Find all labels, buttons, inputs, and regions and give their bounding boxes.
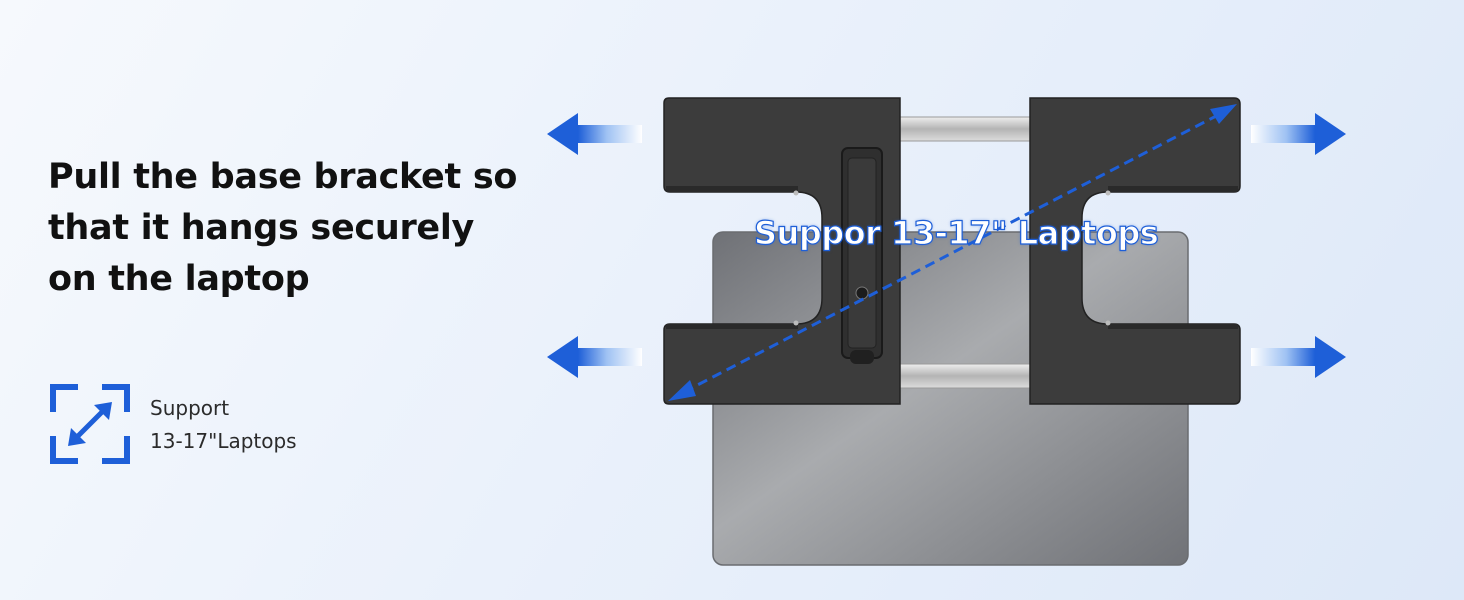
metal-rail-bottom <box>897 363 1035 389</box>
headline-line-3: on the laptop <box>48 259 310 299</box>
expand-diagonal-icon <box>50 384 130 464</box>
headline-line-2: that it hangs securely <box>48 208 475 248</box>
feature-text: Support 13-17"Laptops <box>150 392 297 458</box>
arrow-left-top <box>547 113 642 155</box>
size-diagonal-arrow <box>683 111 1223 394</box>
headline-line-1: Pull the base bracket so <box>48 157 518 197</box>
feature-line-1: Support <box>150 396 230 420</box>
headline: Pull the base bracket so that it hangs s… <box>48 152 518 305</box>
feature-line-2: 13-17"Laptops <box>150 429 297 453</box>
arrow-left-bottom <box>547 336 642 378</box>
arrow-right-bottom <box>1251 336 1346 378</box>
laptop-stand-illustration <box>547 97 1346 566</box>
metal-rail-top <box>897 116 1035 142</box>
arrow-right-top <box>1251 113 1346 155</box>
size-support-label: Suppor 13-17" Laptops <box>753 213 1159 252</box>
